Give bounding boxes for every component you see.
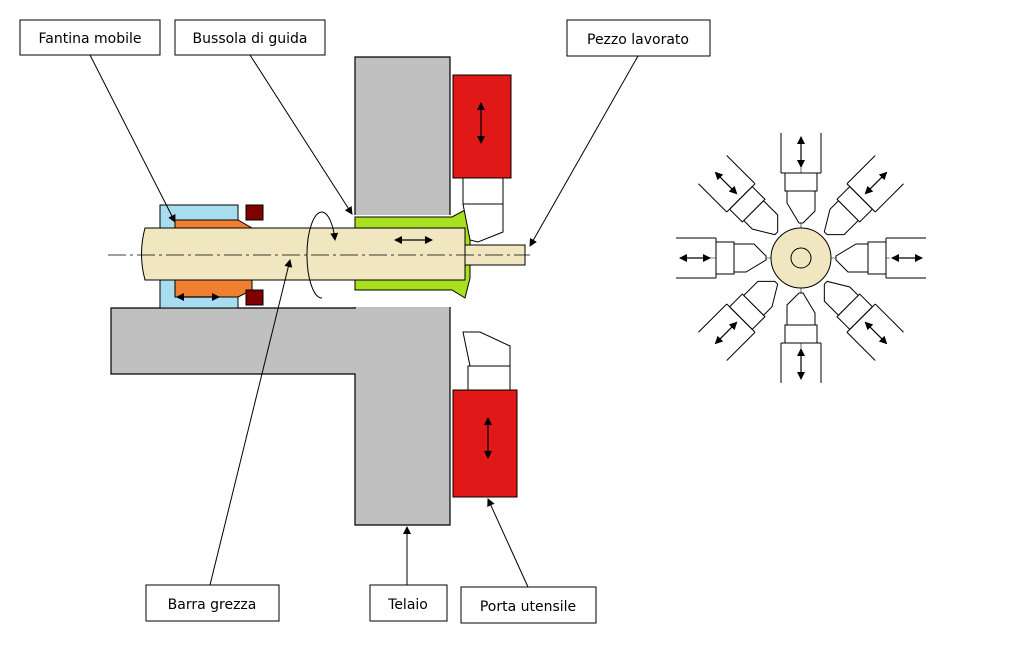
- double-arrow-icon: [864, 321, 888, 345]
- label-text: Bussola di guida: [193, 31, 308, 47]
- radial-tool: [698, 155, 779, 236]
- radial-tool-arrangement: [676, 133, 926, 383]
- label-text: Barra grezza: [168, 597, 257, 613]
- radial-tool: [780, 133, 822, 224]
- label-text: Telaio: [387, 597, 428, 613]
- label-text: Porta utensile: [480, 599, 576, 615]
- double-arrow-icon: [714, 321, 738, 345]
- label-porta-utensile: Porta utensile: [460, 586, 597, 624]
- lower-tool-holder: [452, 331, 518, 498]
- double-arrow-icon: [864, 171, 888, 195]
- clamp-top: [245, 204, 264, 221]
- upper-tool-holder: [452, 74, 512, 243]
- radial-tool: [823, 280, 904, 361]
- radial-tool: [823, 155, 904, 236]
- label-bussola-guida: Bussola di guida: [174, 19, 326, 56]
- label-telaio: Telaio: [369, 584, 448, 622]
- upper-cutting-tool: [462, 203, 504, 243]
- clamp-bottom: [245, 289, 264, 306]
- radial-tool: [698, 280, 779, 361]
- leader-lines: [89, 54, 639, 588]
- label-barra-grezza: Barra grezza: [145, 584, 280, 622]
- lower-cutting-tool: [462, 331, 511, 367]
- label-fantina-mobile: Fantina mobile: [19, 19, 161, 56]
- label-text: Pezzo lavorato: [587, 32, 689, 48]
- radial-tool: [835, 237, 926, 279]
- radial-tool: [780, 292, 822, 383]
- radial-tool: [676, 237, 767, 279]
- double-arrow-icon: [714, 171, 738, 195]
- rotation-arrow-icon: [306, 211, 339, 299]
- raw-bar: [108, 211, 530, 299]
- label-pezzo-lavorato: Pezzo lavorato: [566, 19, 711, 57]
- label-text: Fantina mobile: [39, 31, 142, 47]
